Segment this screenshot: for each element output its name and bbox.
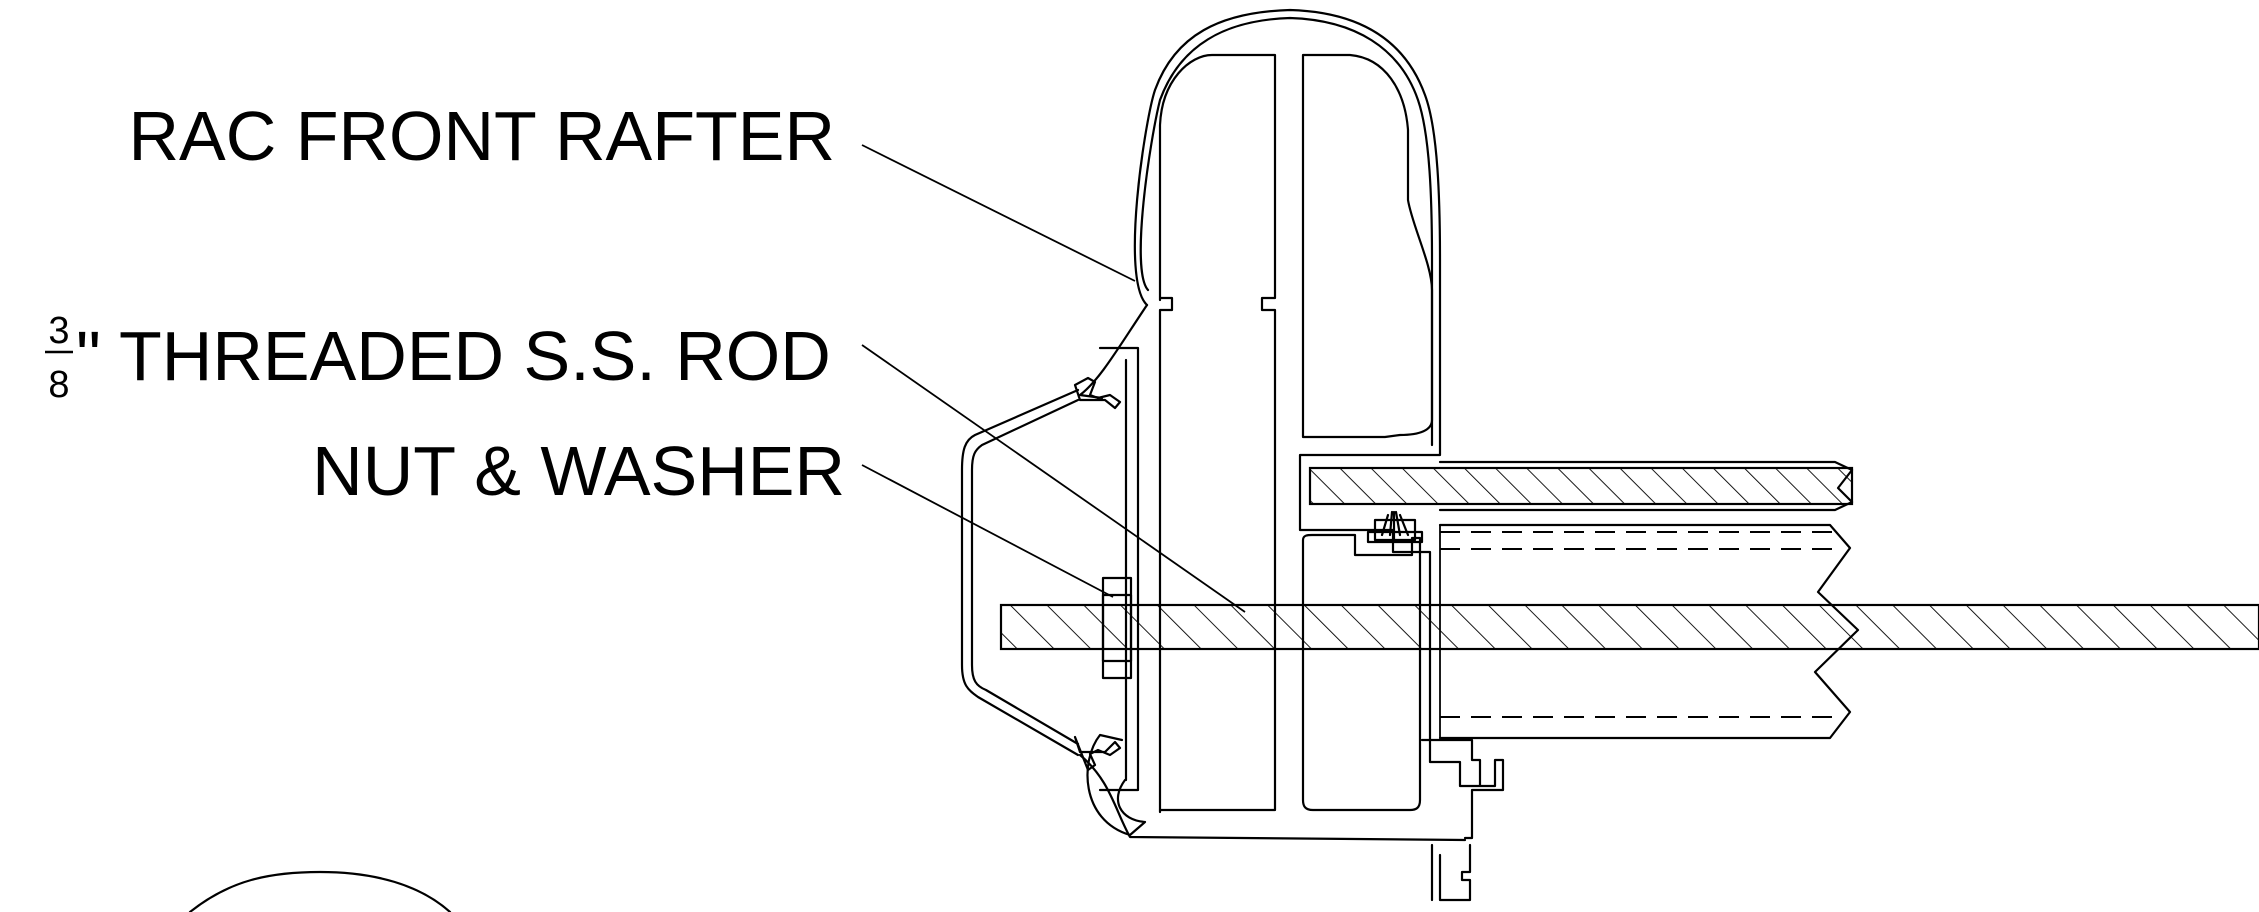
rafter-profile (960, 8, 1505, 902)
label-rod-text: " THREADED S.S. ROD (76, 317, 831, 395)
label-nut-washer: NUT & WASHER (312, 432, 845, 510)
detail-circle-arc (188, 870, 452, 912)
fraction-numerator: 3 (48, 310, 69, 352)
fraction-denominator: 8 (48, 364, 69, 406)
leader-front-rafter (861, 144, 1136, 282)
upper-glazing-panel (1308, 460, 1854, 512)
glazing-gasket (1366, 510, 1424, 544)
threaded-rod (999, 603, 2259, 651)
leader-threaded-rod (861, 344, 1246, 613)
leader-nut-washer (861, 464, 1114, 598)
label-threaded-rod: 3 8 " THREADED S.S. ROD (45, 310, 831, 406)
label-rac-front-rafter: RAC FRONT RAFTER (129, 97, 836, 175)
